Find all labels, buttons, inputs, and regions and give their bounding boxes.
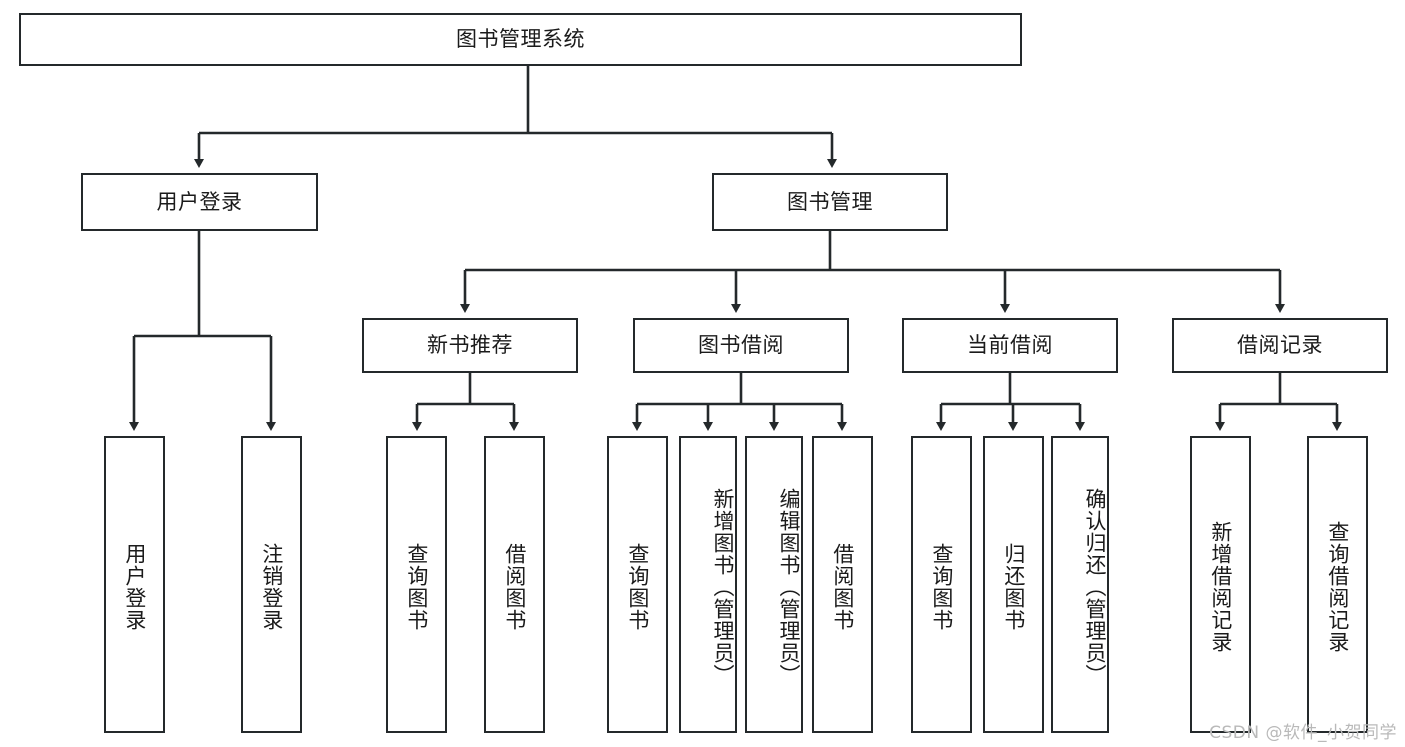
node-user-login[interactable]: 用户登录 [81, 173, 318, 231]
node-leaf-query-borrow-record-label: 查询借阅记录 [1325, 520, 1350, 653]
node-leaf-logout[interactable]: 注销登录 [241, 436, 302, 733]
node-book-borrow-label: 图书借阅 [698, 333, 784, 358]
node-leaf-query-borrow-record[interactable]: 查询借阅记录 [1307, 436, 1368, 733]
node-new-book-recommend[interactable]: 新书推荐 [362, 318, 578, 373]
node-leaf-add-borrow-record-label: 新增借阅记录 [1208, 520, 1233, 653]
node-leaf-borrow-book[interactable]: 借阅图书 [812, 436, 873, 733]
node-leaf-query-book-recommend-label: 查询图书 [404, 542, 429, 631]
node-book-borrow[interactable]: 图书借阅 [633, 318, 849, 373]
node-leaf-query-book-borrow[interactable]: 查询图书 [607, 436, 668, 733]
node-leaf-confirm-return[interactable]: 确认归还（管理员） [1051, 436, 1109, 733]
node-current-borrow-label: 当前借阅 [967, 333, 1053, 358]
node-leaf-borrow-book-recommend-label: 借阅图书 [502, 542, 527, 631]
node-leaf-return-book-label: 归还图书 [1001, 542, 1026, 631]
connector-records-to-leaves [1215, 373, 1342, 431]
node-leaf-query-book-current-label: 查询图书 [929, 542, 954, 631]
node-leaf-query-book-recommend[interactable]: 查询图书 [386, 436, 447, 733]
connector-borrow-to-leaves [632, 373, 847, 431]
node-leaf-logout-label: 注销登录 [259, 542, 284, 631]
node-leaf-add-borrow-record[interactable]: 新增借阅记录 [1190, 436, 1251, 733]
node-new-book-recommend-label: 新书推荐 [427, 333, 513, 358]
node-book-management[interactable]: 图书管理 [712, 173, 948, 231]
node-borrow-records-label: 借阅记录 [1237, 333, 1323, 358]
node-leaf-user-login[interactable]: 用户登录 [104, 436, 165, 733]
node-current-borrow[interactable]: 当前借阅 [902, 318, 1118, 373]
node-leaf-borrow-book-recommend[interactable]: 借阅图书 [484, 436, 545, 733]
node-leaf-user-login-label: 用户登录 [122, 542, 147, 631]
connector-current-to-leaves [936, 373, 1085, 431]
node-leaf-query-book-current[interactable]: 查询图书 [911, 436, 972, 733]
connector-recommend-to-leaves [412, 373, 519, 431]
node-leaf-return-book[interactable]: 归还图书 [983, 436, 1044, 733]
node-leaf-edit-book[interactable]: 编辑图书（管理员） [745, 436, 803, 733]
connector-userlogin-to-leaves [129, 231, 276, 431]
node-leaf-edit-book-label: 编辑图书（管理员） [777, 487, 801, 686]
node-leaf-query-book-borrow-label: 查询图书 [625, 542, 650, 631]
connector-root-to-level1 [194, 66, 837, 168]
node-root-system[interactable]: 图书管理系统 [19, 13, 1022, 66]
node-leaf-confirm-return-label: 确认归还（管理员） [1083, 487, 1107, 686]
node-leaf-borrow-book-label: 借阅图书 [830, 542, 855, 631]
node-borrow-records[interactable]: 借阅记录 [1172, 318, 1388, 373]
node-book-management-label: 图书管理 [787, 189, 873, 214]
node-leaf-add-book[interactable]: 新增图书（管理员） [679, 436, 737, 733]
node-user-login-label: 用户登录 [156, 189, 243, 214]
node-leaf-add-book-label: 新增图书（管理员） [711, 487, 735, 686]
connector-bookmgmt-to-level2 [460, 231, 1285, 313]
watermark-text: CSDN @软件_小贺同学 [1209, 723, 1397, 743]
node-root-label: 图书管理系统 [456, 27, 585, 52]
